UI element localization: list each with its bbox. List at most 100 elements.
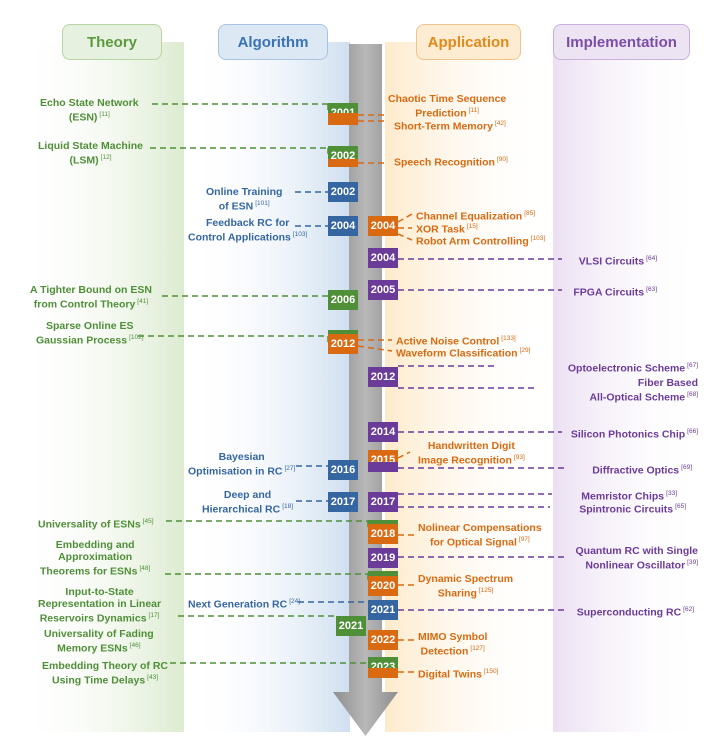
year-box-2012-implementation: 2012 <box>368 367 398 387</box>
label-text: Image Recognition <box>418 454 512 467</box>
label-text: Feedback RC for <box>205 217 290 229</box>
label-text: Hierarchical RC <box>202 503 281 516</box>
citation-ref: [29] <box>519 347 531 354</box>
label-line: Theorems for ESNs[48] <box>40 563 150 578</box>
label-text: Liquid State Machine <box>38 140 144 152</box>
label-text: Gaussian Process <box>36 334 128 347</box>
label-text: Chaotic Time Sequence <box>388 93 507 105</box>
label-text: VLSI Circuits <box>578 255 645 268</box>
label-line: Silicon Photonics Chip[66] <box>571 426 698 441</box>
theory-label-universality: Universality of ESNs[45] <box>38 516 154 531</box>
application-connectors <box>357 114 414 673</box>
label-text: Approximation <box>58 551 133 563</box>
label-line: Fiber Based <box>589 377 698 389</box>
label-line: VLSI Circuits[64] <box>579 253 657 268</box>
year-box-2004-algorithm: 2004 <box>328 216 358 236</box>
label-text: Representation in Linear <box>38 598 162 610</box>
year-box-2002-application-marker <box>328 159 358 167</box>
application-label-speech: Speech Recognition[90] <box>394 154 508 169</box>
year-box-2016-algorithm: 2016 <box>328 460 358 480</box>
label-text: Embedding and <box>55 539 135 551</box>
label-line: Waveform Classification[29] <box>396 345 530 360</box>
label-text: Fiber Based <box>637 377 698 389</box>
label-text: Optoelectronic Scheme <box>567 362 686 375</box>
year-box-2018-application: 2018 <box>368 524 398 544</box>
citation-ref: [93] <box>513 454 525 461</box>
label-text: Nonlinear Oscillator <box>585 559 686 572</box>
label-text: Bayesian <box>218 451 265 463</box>
label-line: MIMO Symbol <box>418 631 487 643</box>
label-line: Active Noise Control[133] <box>396 333 516 348</box>
label-text: Universality of Fading <box>44 628 154 640</box>
citation-ref: [12] <box>100 154 112 161</box>
year-box-2004-implementation: 2004 <box>368 248 398 268</box>
label-line: Sparse Online ES <box>36 320 144 332</box>
label-line: Input-to-State <box>38 586 161 598</box>
citation-ref: [103] <box>530 235 546 242</box>
application-label-active-noise: Active Noise Control[133] <box>396 333 516 348</box>
citation-ref: [68] <box>687 391 698 398</box>
year-box-2004-application: 2004 <box>368 216 398 236</box>
label-text: Waveform Classification <box>396 347 518 360</box>
label-text: Echo State Network <box>40 97 139 109</box>
label-line: Reservoirs Dynamics[17] <box>38 610 161 625</box>
label-line: FPGA Circuits[63] <box>573 284 657 299</box>
year-box-2002-algorithm: 2002 <box>328 182 358 202</box>
label-line: Memristor Chips[33] <box>581 488 677 503</box>
citation-ref: [46] <box>129 642 141 649</box>
label-line: Memory ESNs[46] <box>44 640 154 655</box>
citation-ref: [11] <box>468 107 479 114</box>
citation-ref: [66] <box>687 428 698 435</box>
label-text: Speech Recognition <box>394 156 495 169</box>
label-line: Hierarchical RC[18] <box>202 501 293 516</box>
year-box-2021-theory: 2021 <box>336 616 366 636</box>
citation-ref: [64] <box>646 255 657 262</box>
citation-ref: [125] <box>478 587 494 594</box>
citation-ref: [65] <box>675 503 686 510</box>
year-box-2017-implementation: 2017 <box>368 492 398 512</box>
header-implementation: Implementation <box>553 24 690 60</box>
year-box-2017-algorithm: 2017 <box>328 492 358 512</box>
theory-label-esn: Echo State Network (ESN)[11] <box>40 97 139 124</box>
label-text: Control Applications <box>188 231 291 244</box>
algorithm-connectors <box>295 191 368 603</box>
label-text: Memory ESNs <box>57 642 128 655</box>
citation-ref: [97] <box>518 536 530 543</box>
label-line: Spintronic Circuits[65] <box>579 501 686 516</box>
label-line: Feedback RC for <box>188 217 307 229</box>
citation-ref: [101] <box>255 200 270 207</box>
implementation-column-band <box>553 42 703 732</box>
application-label-short-term-memory: Short-Term Memory[42] <box>394 118 506 133</box>
label-line: Liquid State Machine <box>38 140 143 152</box>
citation-ref: [24] <box>289 598 301 605</box>
label-text: All-Optical Scheme <box>589 391 686 404</box>
label-text: Nolinear Compensations <box>418 522 542 534</box>
year-box-2021-algorithm: 2021 <box>368 600 398 620</box>
label-text: Active Noise Control <box>396 335 500 348</box>
application-column-band <box>385 42 550 732</box>
label-line: A Tighter Bound on ESN <box>30 284 152 296</box>
application-label-robot-arm: Robot Arm Controlling[103] <box>416 233 545 248</box>
citation-ref: [11] <box>99 111 110 118</box>
citation-ref: [42] <box>495 120 506 127</box>
label-text: for Optical Signal <box>429 536 517 549</box>
implementation-label-superconducting: Superconducting RC[62] <box>577 604 694 619</box>
label-line: Dynamic Spectrum <box>418 573 513 585</box>
label-text: (ESN) <box>68 111 98 124</box>
label-line: Quantum RC with Single <box>576 545 699 557</box>
year-box-2014-implementation: 2014 <box>368 422 398 442</box>
implementation-label-fpga: FPGA Circuits[63] <box>573 284 657 299</box>
label-line: XOR Task[15] <box>416 221 478 236</box>
label-text: Using Time Delays <box>51 674 146 687</box>
theory-column-band <box>16 42 184 732</box>
year-box-2005-implementation: 2005 <box>368 280 398 300</box>
label-line: Chaotic Time Sequence <box>388 93 506 105</box>
label-text: Reservoirs Dynamics <box>39 612 147 625</box>
citation-ref: [133] <box>501 335 516 342</box>
label-line: Next Generation RC[24] <box>188 596 300 611</box>
